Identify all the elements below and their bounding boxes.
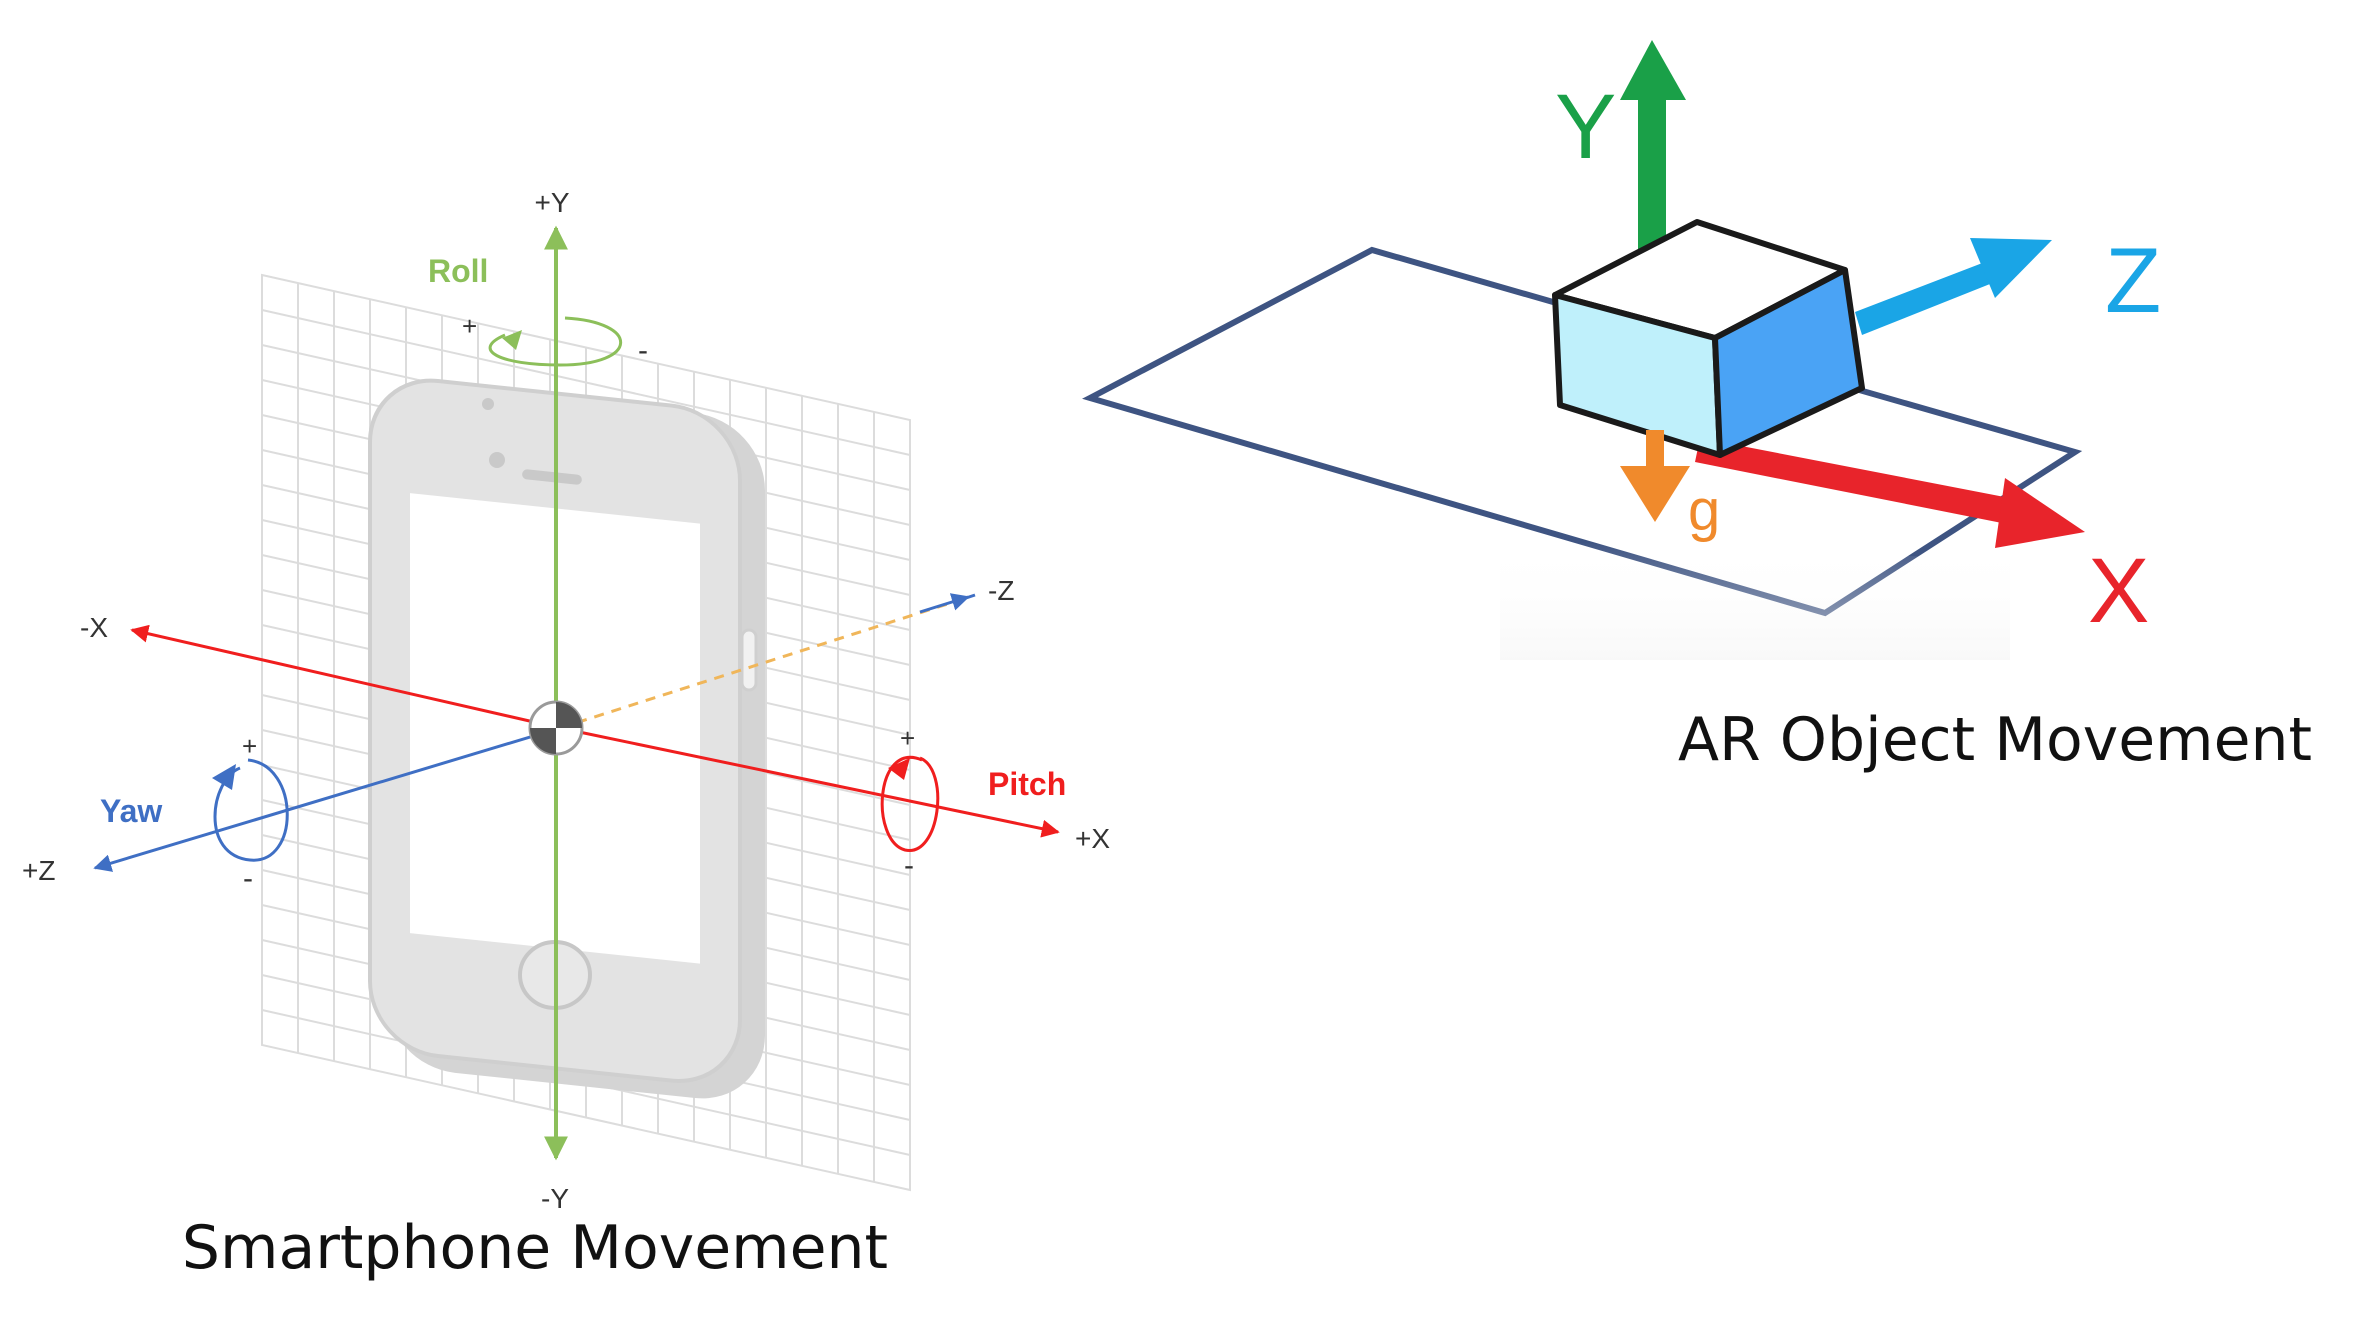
yaw-minus-sign: - bbox=[243, 862, 253, 895]
plus-z-label: +Z bbox=[22, 855, 55, 886]
yaw-rotation-arrow bbox=[213, 758, 289, 862]
plus-y-label: +Y bbox=[534, 187, 569, 218]
minus-x-arrow bbox=[130, 624, 561, 730]
minus-x-label: -X bbox=[80, 612, 108, 643]
ar-gravity-arrow bbox=[1620, 430, 1690, 522]
minus-z-label: -Z bbox=[988, 575, 1014, 606]
plus-z-arrow bbox=[93, 726, 561, 872]
grid-line-horizontal bbox=[261, 309, 911, 456]
yaw-arrowhead bbox=[212, 764, 236, 790]
roll-rotation-arrow bbox=[488, 316, 622, 367]
roll-label: Roll bbox=[428, 253, 488, 289]
ground-plane bbox=[1082, 246, 2083, 617]
minus-z-arrow bbox=[919, 593, 970, 614]
yaw-label: Yaw bbox=[100, 793, 162, 829]
roll-minus-sign: - bbox=[638, 334, 648, 367]
smartphone-caption: Smartphone Movement bbox=[182, 1213, 888, 1283]
pitch-label: Pitch bbox=[988, 766, 1066, 802]
roll-plus-sign: + bbox=[462, 311, 477, 341]
yaw-plus-sign: + bbox=[242, 731, 257, 761]
ar-z-arrow bbox=[1855, 238, 2052, 335]
ar-gravity-label: g bbox=[1688, 478, 1720, 543]
ar-object-caption: AR Object Movement bbox=[1678, 705, 2312, 775]
plus-x-label: +X bbox=[1075, 823, 1110, 854]
z-axis-hidden-segment bbox=[559, 598, 961, 730]
plus-x-arrow bbox=[559, 726, 1060, 838]
roll-arrowhead bbox=[502, 330, 522, 350]
ar-x-label: X bbox=[2088, 540, 2149, 642]
ar-object-diagram: Y Z X g AR Object Movement bbox=[1082, 40, 2312, 775]
origin-marker bbox=[528, 700, 584, 756]
plane-shadow bbox=[1500, 540, 2010, 660]
ar-x-arrow bbox=[1695, 438, 2085, 548]
pitch-minus-sign: - bbox=[904, 849, 914, 882]
ar-cube bbox=[1552, 219, 1865, 458]
ar-y-label: Y bbox=[1555, 76, 1616, 178]
smartphone-diagram: +Y -Y -X +X +Z -Z Roll + - Pitch + - Yaw… bbox=[22, 187, 1110, 1283]
minus-y-label: -Y bbox=[541, 1183, 569, 1214]
pitch-plus-sign: + bbox=[900, 723, 915, 753]
ar-z-label: Z bbox=[2105, 230, 2161, 332]
pitch-arrowhead bbox=[888, 758, 910, 780]
